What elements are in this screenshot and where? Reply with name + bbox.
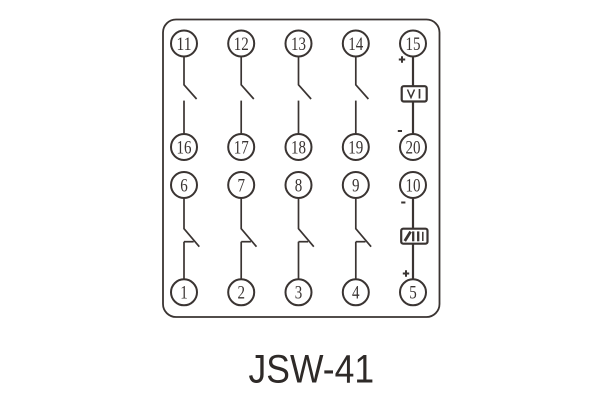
- svg-text:9: 9: [352, 175, 360, 196]
- svg-text:12: 12: [234, 34, 249, 55]
- svg-text:14: 14: [348, 34, 363, 55]
- svg-text:5: 5: [409, 283, 417, 304]
- svg-text:17: 17: [234, 137, 249, 158]
- svg-text:16: 16: [177, 137, 192, 158]
- svg-text:19: 19: [348, 137, 363, 158]
- svg-text:JSW-41: JSW-41: [249, 348, 375, 392]
- svg-text:4: 4: [352, 283, 360, 304]
- svg-text:3: 3: [295, 283, 303, 304]
- svg-text:15: 15: [406, 34, 421, 55]
- svg-text:7: 7: [237, 175, 245, 196]
- svg-text:6: 6: [180, 175, 188, 196]
- svg-text:8: 8: [295, 175, 303, 196]
- svg-text:20: 20: [406, 137, 421, 158]
- svg-text:11: 11: [177, 34, 192, 55]
- svg-text:13: 13: [291, 34, 306, 55]
- svg-text:2: 2: [237, 283, 245, 304]
- svg-text:10: 10: [406, 175, 421, 196]
- svg-text:1: 1: [180, 283, 188, 304]
- svg-text:18: 18: [291, 137, 306, 158]
